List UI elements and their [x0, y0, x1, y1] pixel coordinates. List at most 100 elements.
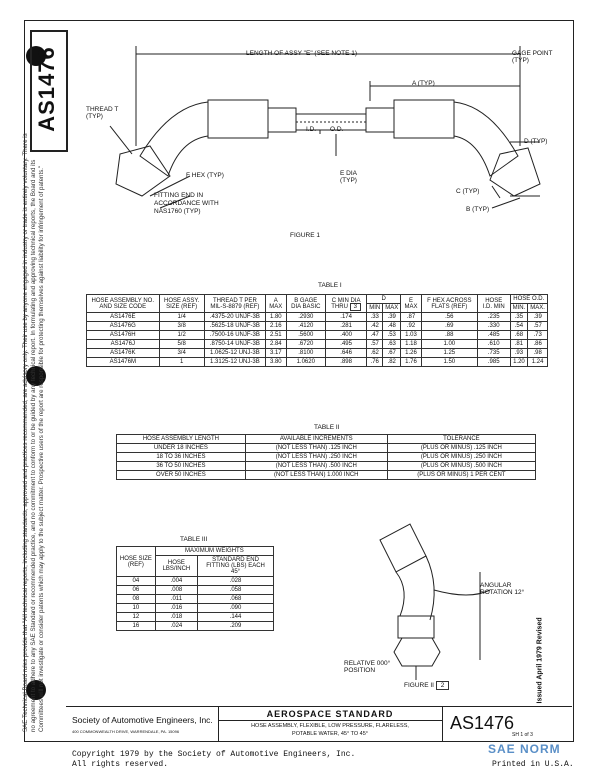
- table1-cell: 2.16: [265, 321, 287, 331]
- table2-cell: (PLUS OR MINUS) 1 PER CENT: [386, 470, 537, 480]
- table2-cell: (PLUS OR MINUS) .125 INCH: [386, 443, 537, 453]
- table1-cell: 3.17: [265, 348, 287, 358]
- table1-cell: 1.26: [400, 348, 422, 358]
- note-3-badge: 3: [349, 302, 361, 311]
- table1-cell: .81: [509, 339, 529, 349]
- table1-cell: 1.20: [509, 357, 529, 367]
- table1-cell: .57: [527, 321, 548, 331]
- table2-cell: OVER 50 INCHES: [116, 470, 246, 480]
- table1-cell: .63: [382, 339, 402, 349]
- table1-cell: 1/2: [158, 330, 205, 340]
- table3-row: 16.024.209: [116, 621, 274, 631]
- table3-cell: .058: [197, 585, 274, 595]
- table3-cell: .090: [197, 603, 274, 613]
- doc-number-main: AS1476: [450, 713, 515, 733]
- table2-header-row: HOSE ASSEMBLY LENGTH AVAILABLE INCREMENT…: [116, 434, 537, 444]
- table1-cell: .57: [366, 339, 384, 349]
- table3-cell: 10: [116, 603, 156, 613]
- figure2-caption-text: FIGURE II: [404, 682, 434, 689]
- table3: HOSE SIZE (REF) MAXIMUM WEIGHTS HOSE LBS…: [116, 546, 275, 631]
- relative-text: RELATIVE 000°: [344, 660, 391, 667]
- table1-cell: AS1476H: [86, 330, 160, 340]
- th3-max: MAXIMUM WEIGHTS: [154, 546, 275, 556]
- table1-cell: .898: [325, 357, 368, 367]
- th2-increments: AVAILABLE INCREMENTS: [244, 434, 388, 444]
- table1-cell: .33: [366, 312, 384, 322]
- table1-cell: 1.24: [527, 357, 548, 367]
- length-label: LENGTH OF ASSY "E" (SEE NOTE 1): [246, 50, 358, 57]
- table1-cell: .73: [527, 330, 548, 340]
- table1-cell: .8100: [285, 348, 327, 358]
- tb-society-cell: Society of Automotive Engineers, Inc. 40…: [66, 707, 219, 741]
- table1-cell: 2.51: [265, 330, 287, 340]
- table1-cell: .69: [420, 321, 478, 331]
- table1-cell: 1.25: [420, 348, 478, 358]
- table3-row: 10.016.090: [116, 603, 274, 613]
- table2-caption: TABLE II: [314, 424, 340, 431]
- table1-cell: 1.3125-12 UNJ-3B: [203, 357, 267, 367]
- id-label: I.D.: [306, 126, 317, 133]
- table1: HOSE ASSEMBLY NO. AND SIZE CODE HOSE ASS…: [86, 294, 549, 367]
- table1-cell: .495: [325, 339, 368, 349]
- table1-cell: .47: [366, 330, 384, 340]
- society-address: 400 COMMONWEALTH DRIVE, WARRENDALE, PA. …: [72, 729, 180, 734]
- table1-cell: AS1476K: [86, 348, 160, 358]
- table1-cell: .82: [382, 357, 402, 367]
- table1-cell: .76: [366, 357, 384, 367]
- title-block: Society of Automotive Engineers, Inc. 40…: [66, 706, 572, 741]
- table2-cell: 36 TO 50 INCHES: [116, 461, 246, 471]
- table1-cell: .646: [325, 348, 368, 358]
- table3-caption: TABLE III: [180, 536, 208, 543]
- aerospace-standard-header: AEROSPACE STANDARD: [218, 709, 442, 721]
- table3-cell: .018: [154, 612, 199, 622]
- table1-cell: 1: [158, 357, 205, 367]
- table1-cell: .39: [382, 312, 402, 322]
- table3-cell: .028: [197, 576, 274, 586]
- table1-cell: .48: [382, 321, 402, 331]
- thread-t-label: THREAD T(TYP): [86, 106, 118, 120]
- table3-cell: .209: [197, 621, 274, 631]
- figure1-drawing: [109, 46, 541, 209]
- table3-row: 12.018.144: [116, 612, 274, 622]
- th-hose-size: HOSE ASSY. SIZE (REF): [158, 294, 205, 313]
- table1-cell: 1.50: [420, 357, 478, 367]
- th-b: B GAGE DIA BASIC: [285, 294, 327, 313]
- table1-cell: 3/4: [158, 348, 205, 358]
- gage-point-label: GAGE POINT(TYP): [512, 50, 552, 64]
- table3-header-row: HOSE SIZE (REF) MAXIMUM WEIGHTS: [116, 546, 275, 577]
- table1-cell: 1.76: [400, 357, 422, 367]
- table1-cell: .485: [476, 330, 511, 340]
- c-typ-label: C (TYP): [456, 188, 480, 195]
- th3-fitting-text: STANDARD END FITTING (LBS) EACH: [206, 557, 265, 569]
- table1-cell: .62: [366, 348, 384, 358]
- relative-position-label: RELATIVE 000°POSITION: [344, 660, 390, 674]
- position-text: POSITION: [344, 667, 376, 674]
- table2-cell: (NOT LESS THAN) .250 INCH: [244, 452, 388, 462]
- th-f: F HEX ACROSS FLATS (REF): [420, 294, 478, 313]
- table2-cell: UNDER 18 INCHES: [116, 443, 246, 453]
- e-dia-label: E DIA(TYP): [340, 170, 357, 184]
- table3-cell: 16: [116, 621, 156, 631]
- figure2-drawing: [379, 523, 491, 680]
- table1-cell: 1.18: [400, 339, 422, 349]
- table3-row: 08.011.068: [116, 594, 274, 604]
- table1-cell: .330: [476, 321, 511, 331]
- table1-cell: 1.03: [400, 330, 422, 340]
- table1-cell: 1/4: [158, 312, 205, 322]
- side-notice: SAE Technical Board rules provide that "…: [22, 133, 45, 732]
- table2-body: UNDER 18 INCHES(NOT LESS THAN) .125 INCH…: [116, 443, 537, 480]
- th-c: C MIN DIA THRU 3: [325, 294, 368, 313]
- printed-line: Printed in U.S.A.: [492, 760, 574, 769]
- th3-fitting-angle: 45°: [230, 569, 241, 575]
- table1-cell: .735: [476, 348, 511, 358]
- table1-cell: .5600: [285, 330, 327, 340]
- table1-cell: .56: [420, 312, 478, 322]
- th-d: D: [366, 294, 402, 304]
- table2-cell: (NOT LESS THAN) 1.000 INCH: [244, 470, 388, 480]
- table3-cell: .144: [197, 612, 274, 622]
- th-od-max: MAX.: [527, 303, 548, 313]
- binder-hole-bottom: [26, 680, 46, 700]
- th-d-max: MAX: [382, 303, 402, 313]
- table2-row: 36 TO 50 INCHES(NOT LESS THAN) .500 INCH…: [116, 461, 537, 471]
